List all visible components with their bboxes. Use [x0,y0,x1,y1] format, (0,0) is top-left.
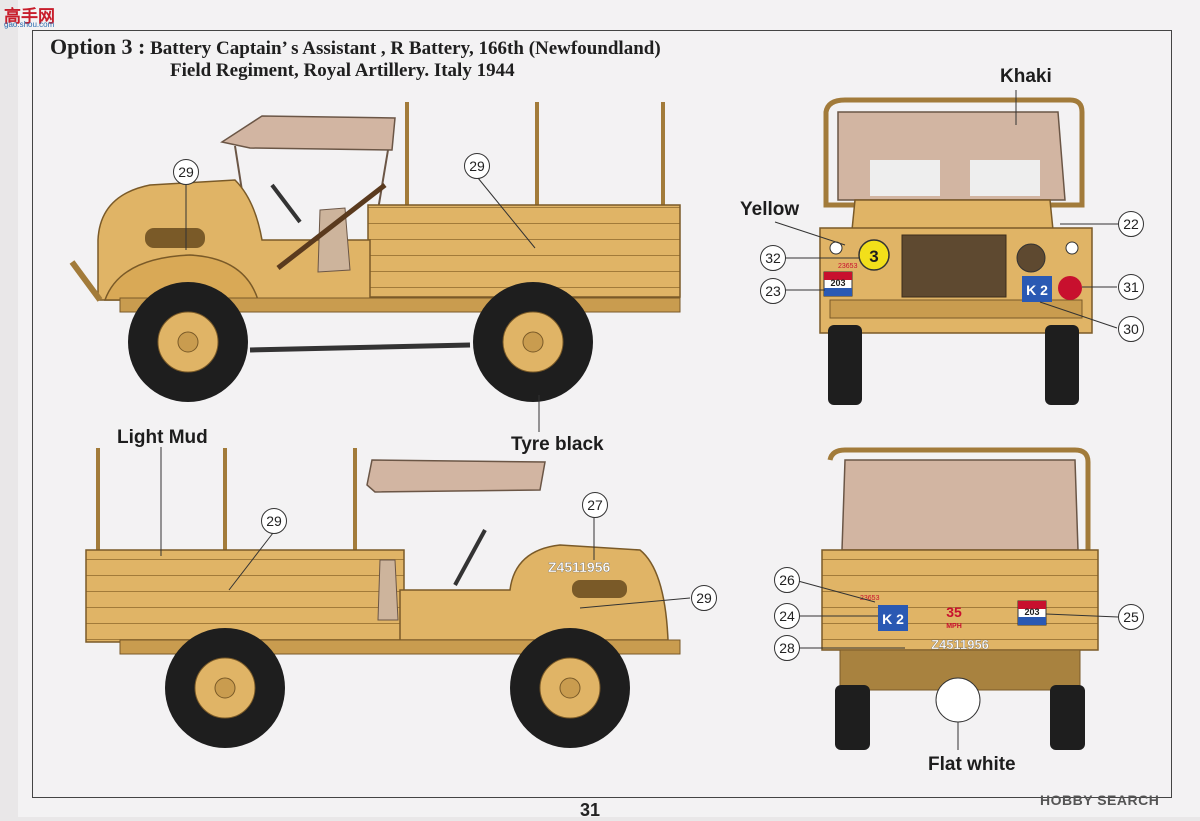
option-title-line1: Option 3 : Battery Captain’ s Assistant … [50,34,661,60]
callout-22: 22 [1118,211,1144,237]
label-flat-white: Flat white [928,754,1016,775]
unit-sign-rear: 203 [1024,607,1039,617]
callout-26: 26 [774,567,800,593]
option-title-line2: Field Regiment, Royal Artillery. Italy 1… [170,60,515,81]
page-frame [32,30,1172,798]
label-khaki: Khaki [1000,66,1052,87]
callout-30: 30 [1118,316,1144,342]
side-view-right: Z4511956 [85,448,681,748]
unit-sign-front: 203 [830,278,845,288]
site-logo: 高手网 [4,7,55,26]
leader-lines [160,90,1119,750]
tactical-number-front: 3 [869,247,878,266]
callout-29-hood-right: 29 [691,585,717,611]
registration-side: Z4511956 [548,559,610,575]
callout-23: 23 [760,278,786,304]
speed-unit: MPH [946,623,962,630]
option-number: Option 3 : [50,34,146,59]
registration-rear: Z4511956 [931,637,989,652]
callout-32: 32 [760,245,786,271]
callout-29-bed-right: 29 [261,508,287,534]
callout-29-hood-left: 29 [173,159,199,185]
side-view-left [69,102,681,402]
label-light-mud: Light Mud [117,427,208,448]
callout-28: 28 [774,635,800,661]
callout-25: 25 [1118,604,1144,630]
rear-view: 23653 K 2 35 MPH 203 Z4511956 [821,447,1099,750]
site-watermark: HOBBY SEARCH [1040,792,1160,808]
bridge-class-rear: K 2 [882,611,904,627]
serial-rear: 23653 [860,595,880,602]
callout-27: 27 [582,492,608,518]
callout-24: 24 [774,603,800,629]
callout-31: 31 [1118,274,1144,300]
label-yellow: Yellow [740,199,800,220]
site-logo-url: gao.shou.com [4,20,55,29]
serial-front: 23653 [838,263,858,270]
page-number: 31 [580,800,601,820]
bridge-class-front: K 2 [1026,282,1048,298]
option-description: Battery Captain’ s Assistant , R Battery… [150,38,661,59]
callout-29-bed-left: 29 [464,153,490,179]
front-view: 3 23653 203 K 2 [819,97,1093,405]
speed-limit: 35 [946,604,962,620]
label-tyre-black: Tyre black [511,434,604,455]
